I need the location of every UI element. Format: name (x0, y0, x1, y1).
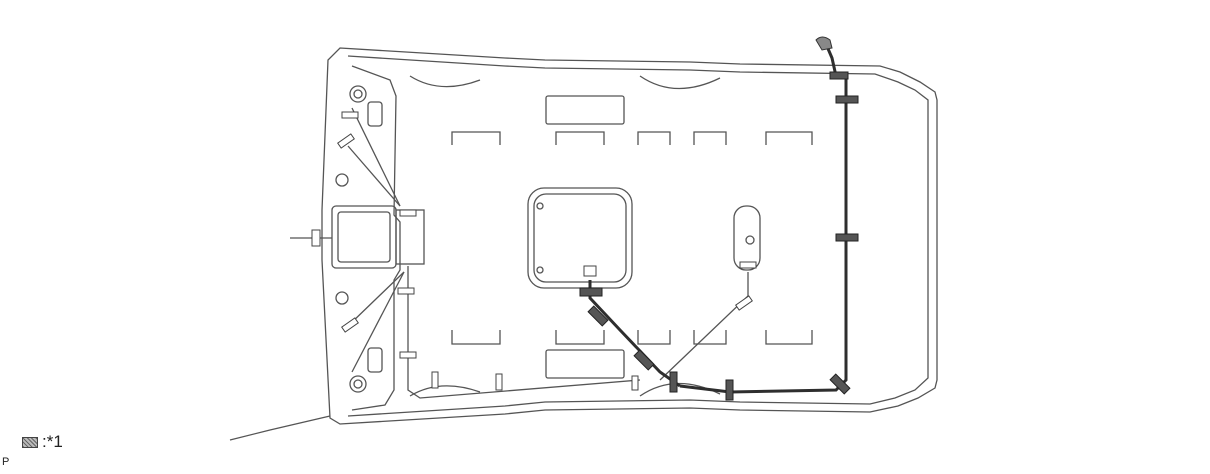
visor-notch-top-2 (639, 75, 721, 90)
headliner-inner-outline (347, 55, 929, 417)
front-wire-b (351, 271, 405, 373)
center-opening-inner (533, 193, 627, 283)
rear-lamp-wire (659, 272, 749, 381)
grip-cutout-bottom (545, 349, 625, 379)
visor-mount-2 (349, 375, 367, 393)
map-lamp-console (331, 205, 397, 269)
visor-notch-top-1 (409, 75, 481, 88)
rear-lamp (733, 205, 761, 271)
hatched-box-icon (22, 436, 38, 448)
front-wire-a (351, 107, 401, 207)
legend-label: *1 (46, 432, 63, 451)
front-panel (351, 65, 401, 411)
legend: : *1 (22, 432, 63, 452)
visor-mount-1 (349, 85, 367, 103)
visor-notch-bottom-1 (409, 385, 481, 397)
main-harness-side (679, 78, 848, 394)
corner-mark: P (2, 456, 10, 468)
center-opening-outer (527, 187, 633, 289)
grip-cutout-top (545, 95, 625, 125)
lead-tail (229, 415, 331, 441)
headliner-outline (321, 47, 938, 425)
legend-separator: : (42, 432, 47, 451)
